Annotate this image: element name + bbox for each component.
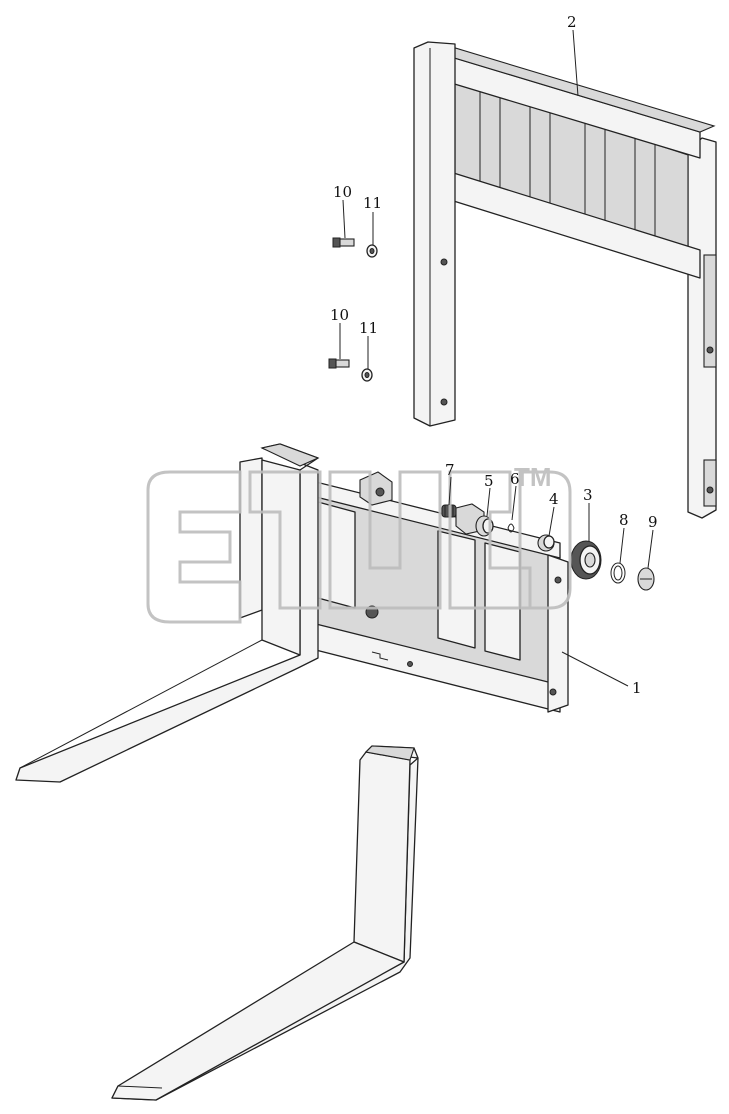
callout-8: 8 — [619, 511, 629, 529]
callout-9: 9 — [648, 513, 658, 531]
callout-2: 2 — [567, 13, 577, 31]
roller-part-3 — [570, 540, 602, 580]
pin-part-6 — [507, 523, 515, 533]
callout-3: 3 — [583, 486, 593, 504]
callout-4: 4 — [549, 490, 559, 508]
bolt-lower — [328, 358, 350, 369]
watermark-logo: TM — [146, 462, 572, 624]
fork-carriage — [15, 443, 569, 783]
load-backrest-frame — [413, 41, 717, 519]
lower-fork — [111, 745, 419, 1101]
washer-lower — [361, 368, 373, 382]
callout-6: 6 — [510, 470, 520, 488]
callout-labels: 1 2 3 4 5 6 7 8 9 10 11 10 11 — [330, 13, 658, 697]
callout-5: 5 — [484, 472, 494, 490]
washer-upper — [366, 244, 378, 258]
callout-10-lower: 10 — [330, 306, 349, 324]
bushing-part-5 — [475, 515, 494, 537]
ring-part-8 — [610, 562, 626, 584]
callout-11-lower: 11 — [359, 319, 378, 337]
bolt-upper — [332, 237, 355, 248]
circlip-part-9 — [637, 567, 655, 591]
callout-10-upper: 10 — [333, 183, 352, 201]
watermark-trademark: TM — [514, 462, 552, 492]
callout-7: 7 — [445, 461, 455, 479]
callout-1: 1 — [632, 679, 642, 697]
shaft-part-4 — [537, 534, 555, 552]
leader-lines — [339, 29, 654, 687]
callout-11-upper: 11 — [363, 194, 382, 212]
